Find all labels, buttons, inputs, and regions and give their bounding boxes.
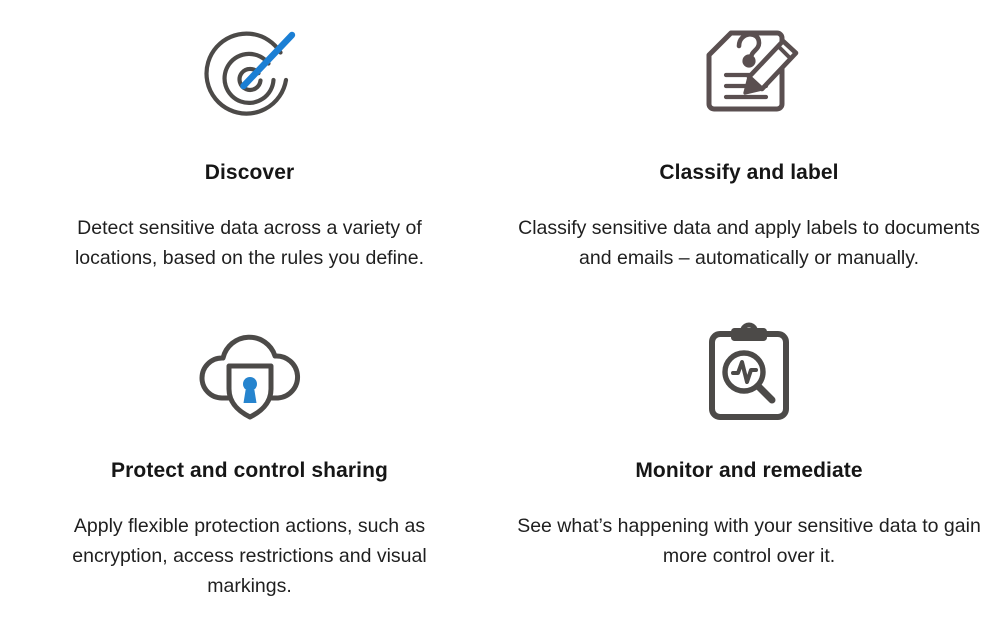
feature-card-protect-and-control-sharing: Protect and control sharing Apply flexib… [0, 300, 499, 625]
clipboard-magnifier-pulse-icon [701, 318, 797, 426]
cloud-shield-lock-icon [192, 318, 308, 426]
feature-card-monitor-and-remediate: Monitor and remediate See what’s happeni… [499, 300, 999, 625]
feature-card-classify-and-label: Classify and label Classify sensitive da… [499, 0, 999, 300]
card-description-protect-and-control-sharing: Apply flexible protection actions, such … [72, 515, 427, 598]
card-title-classify-and-label: Classify and label [659, 161, 839, 184]
card-title-discover: Discover [204, 161, 295, 184]
card-title-protect-and-control-sharing: Protect and control sharing [111, 459, 388, 482]
tag-pencil-icon [695, 12, 803, 120]
card-title-monitor-and-remediate: Monitor and remediate [635, 459, 863, 482]
feature-card-discover: Discover Detect sensitive data across a … [0, 0, 499, 300]
card-description-monitor-and-remediate: See what’s happening with your sensitive… [517, 515, 981, 568]
card-description-discover: Detect sensitive data across a variety o… [74, 217, 425, 270]
card-description-classify-and-label: Classify sensitive data and apply labels… [518, 217, 980, 270]
radar-target-icon [194, 22, 306, 130]
